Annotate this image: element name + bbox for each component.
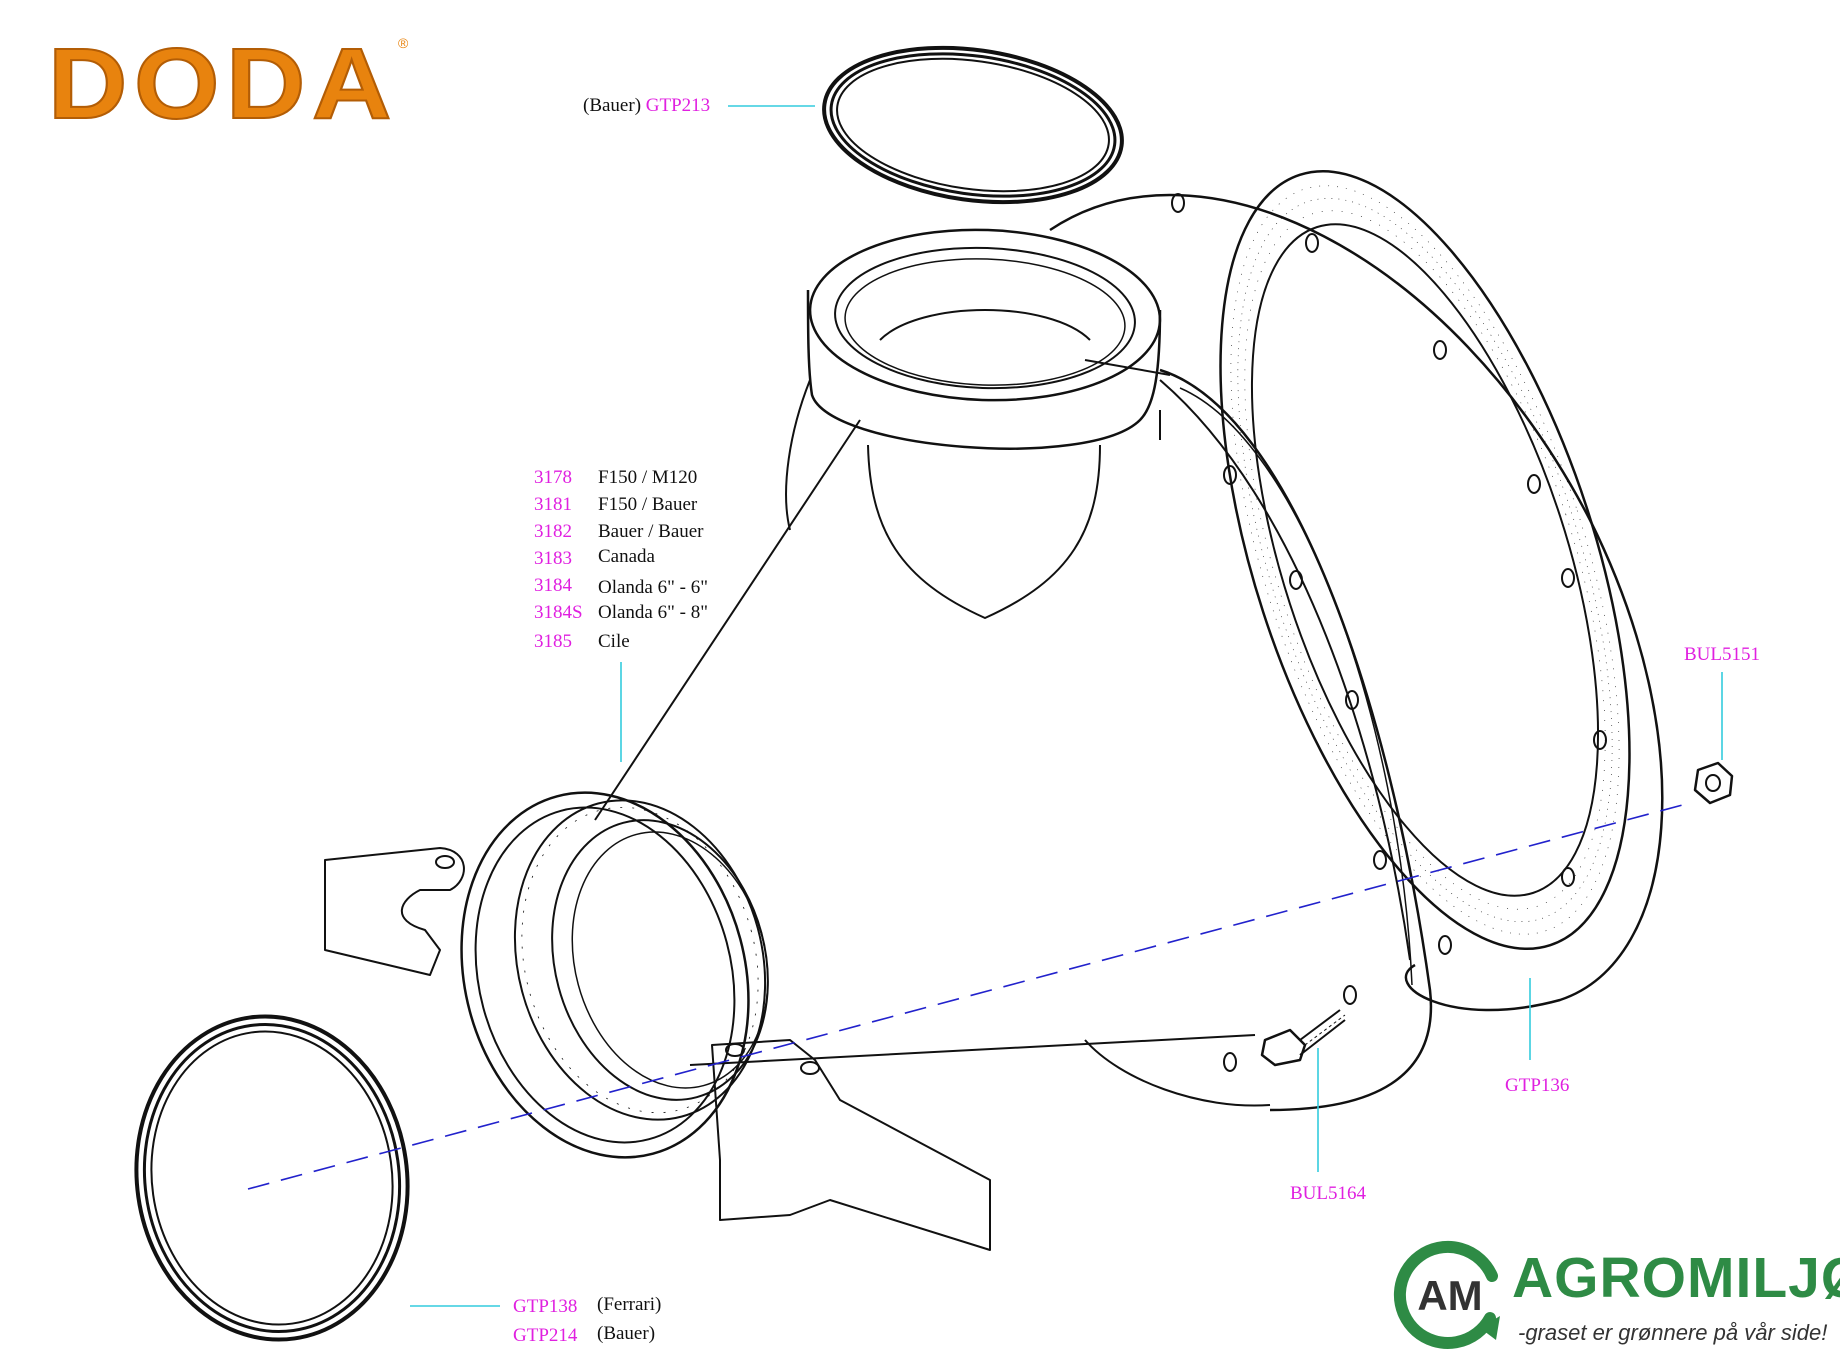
bolt	[1260, 1009, 1346, 1067]
coupling-lever-left	[324, 847, 465, 976]
flange-bolt-holes	[1171, 193, 1607, 955]
agromiljo-name: AGROMILJØ	[1512, 1246, 1840, 1310]
variant-code: 3185	[534, 631, 572, 652]
agromiljo-slogan: -graset er grønnere på vår side!	[1518, 1320, 1828, 1345]
variant-code: 3184S	[534, 602, 583, 623]
doda-logo: DODA ®	[48, 30, 409, 130]
doda-logo-text: DODA	[48, 30, 398, 130]
variant-desc: F150 / Bauer	[598, 494, 698, 515]
flange-disk	[1049, 170, 1664, 1012]
agromiljo-logo-mark: AM	[1393, 1240, 1500, 1349]
agromiljo-mark-text: AM	[1417, 1272, 1482, 1319]
coupling-lever-right	[711, 1039, 991, 1251]
variant-code: 3184	[534, 575, 572, 596]
label-bul5164: BUL5164	[1290, 1183, 1366, 1204]
variant-desc: Canada	[598, 546, 655, 567]
label-bottom-ring-code: GTP214	[513, 1325, 578, 1346]
variant-desc: Olanda 6" - 8"	[598, 602, 708, 623]
label-top-ring-prefix: (Bauer)	[583, 95, 642, 116]
bottom-gasket-ring	[134, 1014, 410, 1342]
leader-lines	[410, 105, 1723, 1307]
variant-desc: Olanda 6" - 6"	[598, 577, 708, 598]
top-gasket-ring	[822, 45, 1124, 205]
coupling-ring	[460, 791, 769, 1159]
variant-code: 3183	[534, 548, 572, 569]
nut	[1693, 761, 1734, 805]
label-bottom-ring-desc: (Bauer)	[597, 1323, 656, 1344]
assembly-axis	[247, 802, 1691, 1190]
label-bul5151: BUL5151	[1684, 644, 1760, 665]
variant-code: 3182	[534, 521, 572, 542]
variant-code: 3181	[534, 494, 572, 515]
variant-code: 3178	[534, 467, 572, 488]
label-top-ring-code: GTP213	[645, 95, 711, 116]
label-bottom-ring-desc: (Ferrari)	[597, 1294, 662, 1315]
doda-reg-mark: ®	[398, 35, 409, 51]
valve-body	[594, 359, 1433, 1112]
variant-desc: F150 / M120	[598, 467, 698, 488]
label-top-ring: (Bauer) GTP213	[583, 96, 710, 115]
variant-desc: Cile	[598, 631, 630, 652]
variant-desc: Bauer / Bauer	[598, 521, 704, 542]
label-bottom-ring-code: GTP138	[513, 1296, 578, 1317]
label-gtp136: GTP136	[1505, 1075, 1570, 1096]
upper-socket	[806, 228, 1162, 619]
